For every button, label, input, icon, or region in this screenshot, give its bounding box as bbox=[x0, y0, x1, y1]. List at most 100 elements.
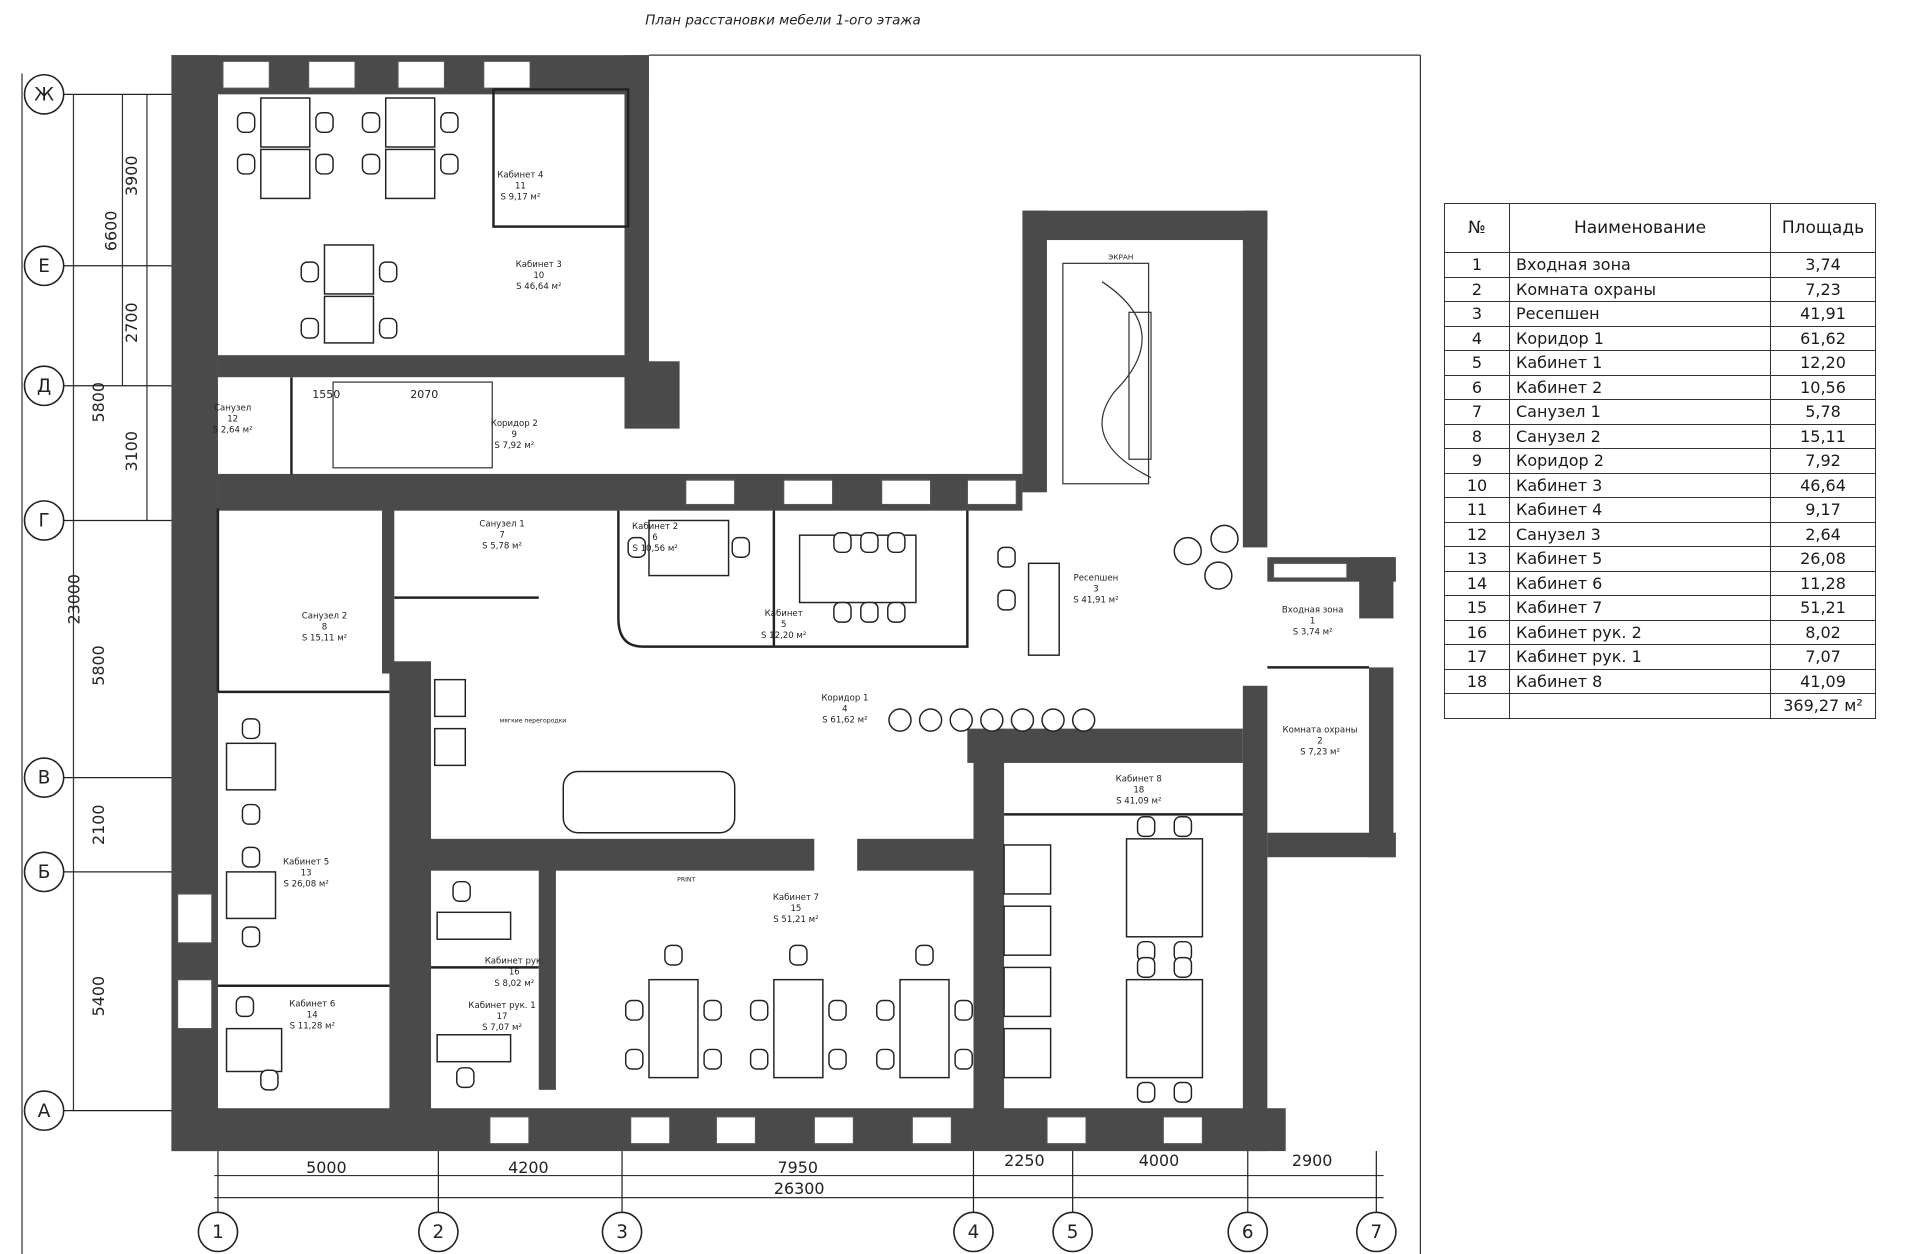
chair bbox=[624, 1048, 644, 1070]
chair bbox=[241, 803, 261, 825]
room-name: Санузел 1 bbox=[479, 520, 524, 530]
row-number: 2 bbox=[1444, 276, 1510, 302]
dim-bottom-2: 4200 bbox=[508, 1158, 548, 1177]
row-number: 10 bbox=[1444, 472, 1510, 498]
axis-bubble-4: Г bbox=[23, 500, 172, 541]
row-number: 4 bbox=[1444, 325, 1510, 351]
room-num: 13 bbox=[301, 869, 312, 879]
room-name: Комната охраны bbox=[1283, 725, 1358, 735]
row-name: Комната охраны bbox=[1509, 276, 1771, 302]
chair bbox=[315, 111, 334, 134]
row-number: 14 bbox=[1444, 570, 1510, 596]
desk bbox=[1027, 562, 1060, 656]
axis-bubble-num-3: 3 bbox=[601, 1151, 643, 1253]
chair bbox=[833, 531, 852, 554]
row-number: 16 bbox=[1444, 619, 1510, 645]
dim-bottom-1: 5000 bbox=[306, 1158, 346, 1177]
chair bbox=[1136, 816, 1156, 838]
chair bbox=[749, 999, 769, 1021]
row-area: 41,91 bbox=[1770, 301, 1876, 327]
row-name: Ресепшен bbox=[1509, 301, 1771, 327]
row-name: Кабинет 3 bbox=[1509, 472, 1771, 498]
desk bbox=[260, 97, 311, 148]
room-num: 18 bbox=[1133, 785, 1144, 795]
row-number: 7 bbox=[1444, 399, 1510, 425]
chair bbox=[452, 880, 471, 903]
desk bbox=[1003, 1027, 1052, 1079]
chair bbox=[361, 153, 381, 175]
row-name: Коридор 1 bbox=[1509, 325, 1771, 351]
desk bbox=[436, 911, 512, 940]
axis-letter: А bbox=[38, 1101, 51, 1122]
row-name: Кабинет 8 bbox=[1509, 668, 1771, 694]
row-area: 2,64 bbox=[1770, 521, 1876, 547]
total-area: 369,27 м² bbox=[1770, 693, 1876, 719]
dim-bottom-5: 4000 bbox=[1139, 1151, 1179, 1170]
row-area: 46,64 bbox=[1770, 472, 1876, 498]
chair bbox=[703, 999, 722, 1021]
room-num: 17 bbox=[497, 1012, 508, 1022]
dim-left-2: 6600 bbox=[101, 211, 120, 251]
table-header-row: № Наименование Площадь bbox=[1444, 203, 1876, 253]
chair bbox=[241, 846, 261, 868]
chair bbox=[315, 153, 334, 175]
total-empty bbox=[1444, 693, 1510, 719]
plant-icon bbox=[918, 708, 943, 732]
plant-icon bbox=[1041, 708, 1065, 732]
room-name: Кабинет 2 bbox=[632, 522, 678, 532]
axis-number: 5 bbox=[1067, 1222, 1079, 1243]
total-empty bbox=[1509, 693, 1771, 719]
axis-letter: В bbox=[38, 768, 51, 789]
room-name: Коридор 1 bbox=[821, 693, 868, 703]
armchair bbox=[1173, 536, 1202, 566]
desk bbox=[225, 742, 277, 791]
chair bbox=[997, 546, 1016, 568]
desk bbox=[1003, 844, 1052, 895]
axis-letter: Д bbox=[37, 376, 51, 397]
row-number: 11 bbox=[1444, 497, 1510, 523]
plant-icon bbox=[888, 708, 912, 732]
row-number: 15 bbox=[1444, 595, 1510, 621]
row-number: 5 bbox=[1444, 350, 1510, 376]
room-name: Ресепшен bbox=[1074, 573, 1119, 583]
room-area: S 7,23 м² bbox=[1300, 747, 1340, 757]
axis-number: 7 bbox=[1370, 1222, 1382, 1243]
dim-bottom-4: 2250 bbox=[1004, 1151, 1044, 1170]
axis-bubble-num-7: 7 bbox=[1355, 1151, 1397, 1253]
chair bbox=[440, 111, 459, 134]
room-num: 10 bbox=[533, 271, 544, 281]
chair bbox=[954, 1048, 973, 1070]
row-name: Кабинет 1 bbox=[1509, 350, 1771, 376]
axis-bubble-7: А bbox=[23, 1090, 172, 1132]
row-number: 13 bbox=[1444, 546, 1510, 572]
chair bbox=[915, 944, 934, 966]
row-name: Входная зона bbox=[1509, 252, 1771, 278]
chair bbox=[627, 536, 647, 558]
furniture bbox=[225, 97, 1239, 1103]
chair bbox=[236, 153, 256, 175]
room-area: S 5,78 м² bbox=[482, 542, 522, 552]
room-name: Кабинет 4 bbox=[497, 171, 543, 181]
dimensions-bottom: 5000 4200 7950 2250 4000 2900 26300 bbox=[306, 1151, 1332, 1198]
room-num: 4 bbox=[842, 704, 847, 714]
axis-bubble-1: Ж bbox=[23, 73, 172, 115]
table-total-row: 369,27 м² bbox=[1444, 693, 1876, 719]
room-area: S 2,64 м² bbox=[213, 425, 253, 435]
axis-bubble-num-4: 4 bbox=[953, 1151, 994, 1253]
desk bbox=[225, 871, 277, 920]
chair bbox=[1136, 956, 1156, 978]
row-name: Кабинет 4 bbox=[1509, 497, 1771, 523]
chair bbox=[1136, 1081, 1156, 1103]
room-area: S 46,64 м² bbox=[516, 282, 561, 292]
room-num: 7 bbox=[499, 531, 504, 541]
chair bbox=[664, 944, 683, 966]
